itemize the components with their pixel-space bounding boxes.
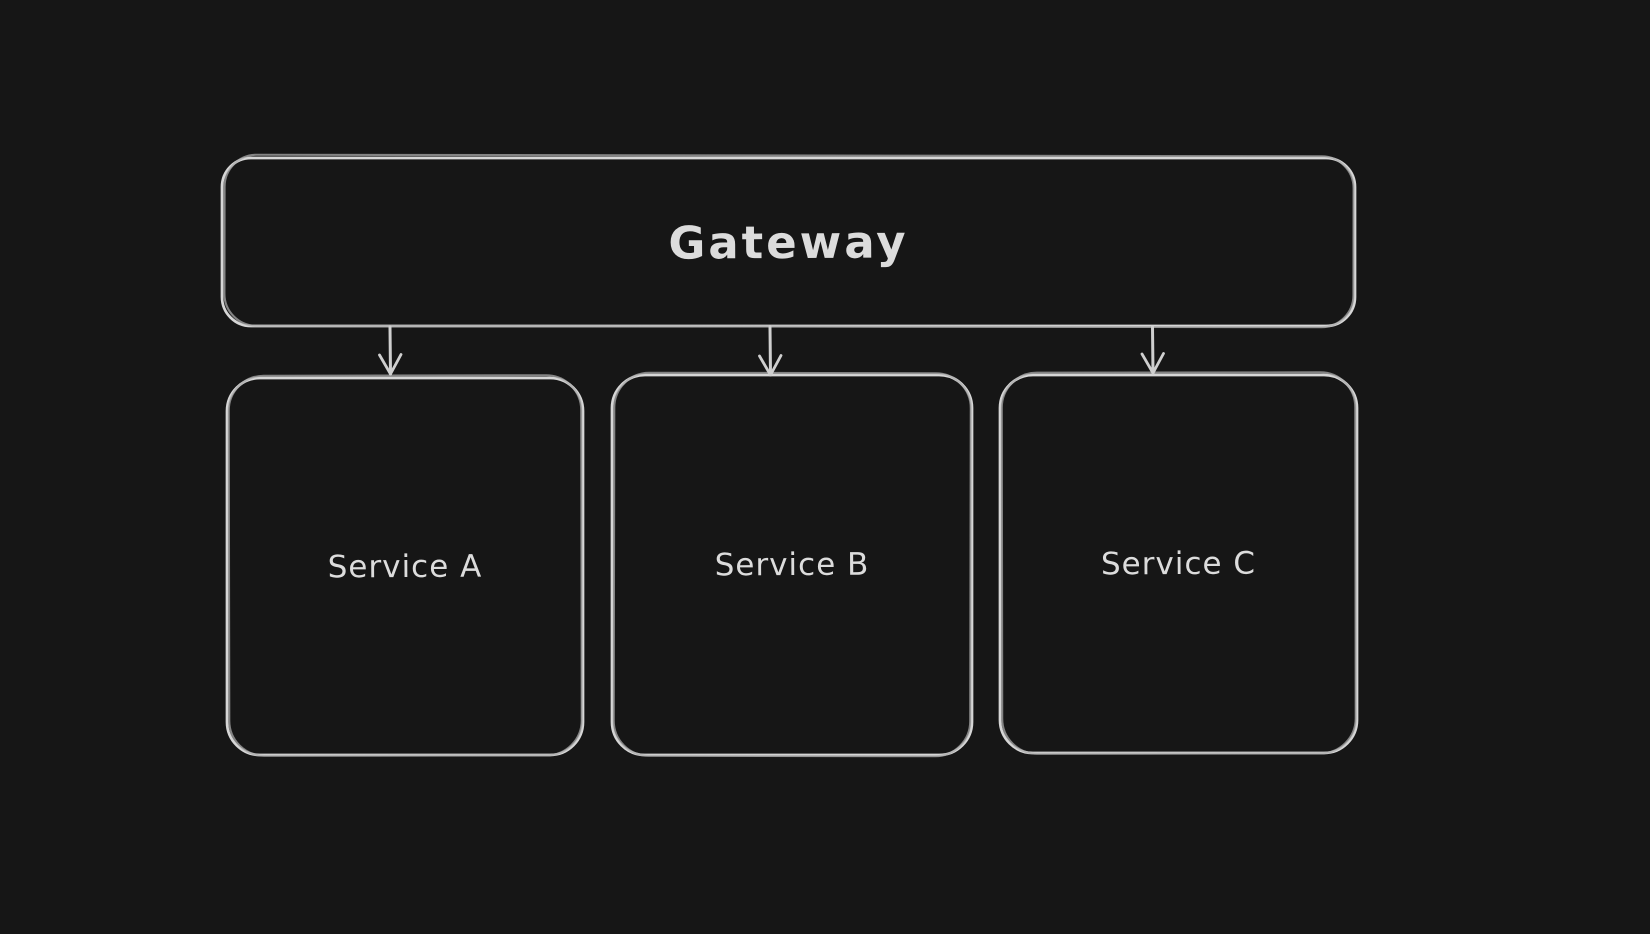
service-b-node[interactable] <box>610 371 974 758</box>
edge-gateway-to-service-a[interactable] <box>378 325 403 376</box>
edge-gateway-to-service-c[interactable] <box>1140 325 1165 375</box>
gateway-node[interactable] <box>220 153 1357 329</box>
service-c-node[interactable] <box>998 371 1359 755</box>
edge-gateway-to-service-b[interactable] <box>758 325 783 377</box>
service-a-node[interactable] <box>225 374 585 757</box>
